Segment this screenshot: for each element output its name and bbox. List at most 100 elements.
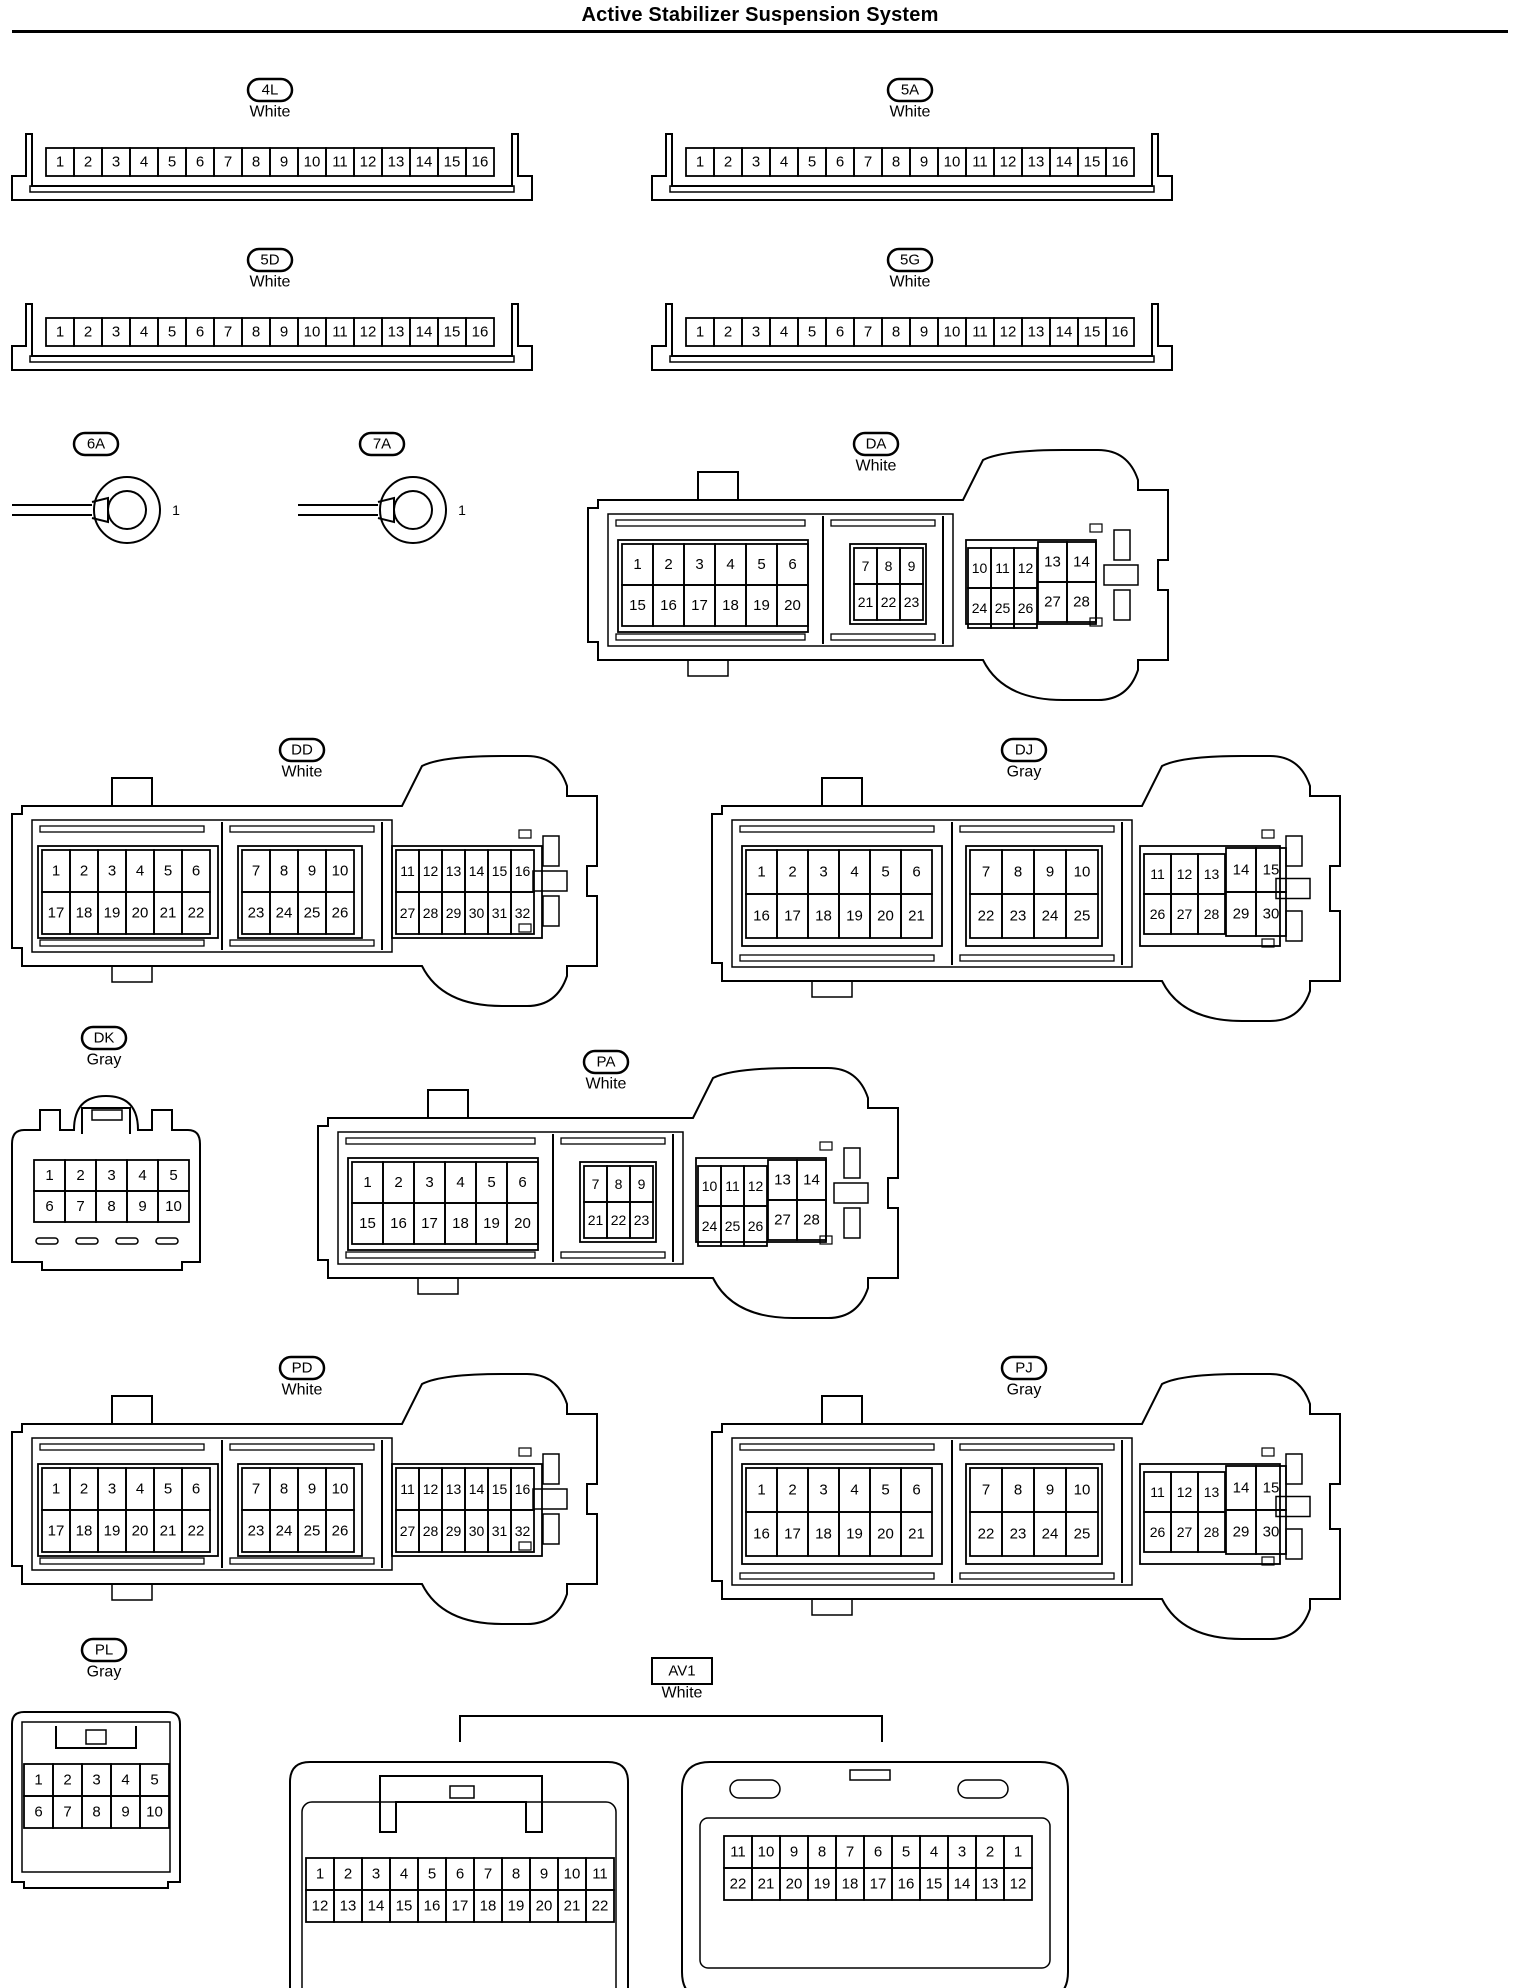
pin-number: 11	[725, 1178, 740, 1194]
pin-number: 14	[416, 154, 433, 171]
pin-number: 9	[908, 558, 916, 574]
pin-number: 28	[1204, 906, 1220, 922]
pin-frame	[741, 1463, 943, 1565]
page-title: Active Stabilizer Suspension System	[581, 4, 939, 26]
pin-number: 20	[877, 1526, 894, 1543]
pin-number: 2	[76, 1167, 84, 1184]
connector-color: White	[890, 104, 931, 121]
pin-number: 3	[107, 1167, 115, 1184]
ecu-rail	[229, 825, 375, 833]
ecu-latch	[542, 895, 560, 927]
pin-cell	[900, 893, 933, 939]
pin-number: 1	[757, 1482, 765, 1499]
pin-number: 12	[360, 324, 377, 341]
ecu-rail	[739, 1572, 935, 1580]
pin-number: 4	[850, 864, 858, 881]
pin-frame	[741, 845, 943, 947]
pin-number: 11	[400, 863, 415, 879]
pin-number: 21	[160, 905, 177, 922]
pin-number: 16	[424, 1898, 441, 1915]
pin-frame	[1139, 1463, 1281, 1565]
connector-color: Gray	[87, 1052, 122, 1069]
pin-number: 6	[836, 324, 844, 341]
pin-number: 12	[1010, 1876, 1027, 1893]
ecu-notch	[1261, 829, 1275, 839]
pin-number: 20	[877, 908, 894, 925]
ecu-key	[532, 1488, 568, 1510]
pin-number: 32	[515, 905, 531, 921]
pin-number: 13	[774, 1172, 791, 1189]
pin-number: 2	[63, 1772, 71, 1789]
pin-number: 28	[1204, 1524, 1220, 1540]
pin-number: 12	[1018, 560, 1034, 576]
ecu-divider	[552, 1134, 674, 1262]
connector-code: 4L	[262, 82, 279, 99]
pin-frame	[965, 1463, 1103, 1565]
pin-number: 1	[316, 1866, 324, 1883]
pin-number: 19	[846, 908, 863, 925]
av1-bracket	[459, 1715, 883, 1742]
pin-number: 9	[638, 1176, 646, 1192]
ecu-rail	[959, 954, 1115, 962]
av1-male-inner	[699, 1817, 1051, 1969]
pin-cell	[510, 891, 535, 935]
ecu-rail	[615, 633, 806, 641]
pin-number: 3	[112, 154, 120, 171]
pin-number: 11	[332, 324, 348, 341]
pin-number: 16	[1112, 324, 1129, 341]
pin-number: 5	[428, 1866, 436, 1883]
ecu-notch	[518, 923, 532, 933]
pin-number: 4	[850, 1482, 858, 1499]
pin-cell	[796, 1199, 827, 1241]
pin-number: 14	[1056, 154, 1073, 171]
drain-slot	[155, 1237, 179, 1245]
pin-number: 3	[752, 154, 760, 171]
ecu-latch	[542, 1453, 560, 1485]
ecu-latch	[843, 1207, 861, 1239]
ecu-notch	[1261, 1447, 1275, 1457]
pin-number: 23	[904, 594, 920, 610]
pin-number: 12	[748, 1178, 764, 1194]
pin-number: 1	[757, 864, 765, 881]
pin-number: 14	[469, 863, 485, 879]
pin-cell	[899, 583, 924, 621]
pin-number: 6	[518, 1174, 526, 1191]
pin-number: 18	[76, 905, 93, 922]
pin-number: 25	[304, 905, 321, 922]
ecu-rail	[39, 825, 205, 833]
pin-number: 16	[472, 324, 489, 341]
strip-housing	[651, 303, 1173, 371]
connector-code: PJ	[1015, 1360, 1033, 1377]
pin-number: 9	[1046, 864, 1054, 881]
pin-number: 15	[1084, 154, 1101, 171]
ecu-key	[532, 870, 568, 892]
pin-number: 2	[724, 154, 732, 171]
pin-number: 21	[908, 1526, 925, 1543]
ecu-rail	[345, 1251, 536, 1259]
pin-number: 23	[248, 905, 265, 922]
pin-number: 7	[864, 324, 872, 341]
connector-code: DK	[94, 1030, 115, 1047]
pin-number: 27	[400, 905, 416, 921]
pin-number: 29	[1233, 906, 1250, 923]
pin-number: 18	[76, 1523, 93, 1540]
ecu-housing	[711, 755, 1341, 1022]
connector-code: PL	[95, 1642, 113, 1659]
pin-number: 13	[1204, 866, 1220, 882]
ecu-divider	[221, 1440, 383, 1568]
ecu-rail	[39, 939, 205, 947]
ecu-key	[1275, 877, 1311, 900]
pin-number: 30	[469, 1523, 485, 1539]
av1-male-lock	[849, 1769, 891, 1781]
pin-number: 15	[1084, 324, 1101, 341]
pin-number: 5	[164, 1481, 172, 1498]
pin-number: 23	[1010, 908, 1027, 925]
pin-cell	[465, 317, 495, 347]
pin-number: 12	[423, 863, 439, 879]
pin-number: 6	[874, 1844, 882, 1861]
ecu-rail	[830, 519, 936, 527]
pin-number: 6	[912, 864, 920, 881]
pin-number: 10	[758, 1844, 775, 1861]
